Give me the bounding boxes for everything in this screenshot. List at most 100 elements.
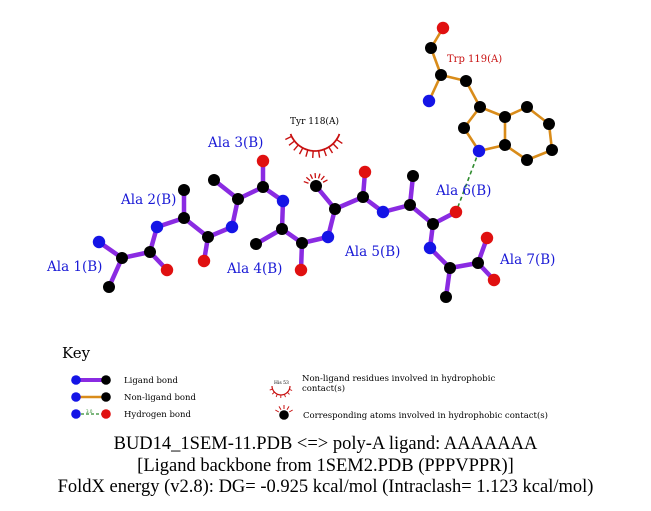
hydrophobic-atom-spoke (305, 176, 311, 182)
carbon-atom (116, 252, 128, 264)
key-hydrophobic-spoke (278, 406, 282, 411)
carbon-atom (407, 170, 419, 182)
label-ala6: Ala 6(B) (435, 183, 491, 199)
tyr118-hydrophobic-spoke (285, 135, 292, 141)
key-hydrophobic-residue-spoke (271, 391, 275, 395)
key-hydrophobic-residue-spoke (275, 394, 278, 398)
caption-line-1: BUD14_1SEM-11.PDB <=> poly-A ligand: AAA… (113, 434, 538, 454)
key-example-residue: His 53 (274, 380, 289, 386)
carbon-atom (208, 174, 220, 186)
hydrophobic-atom-spoke (309, 174, 314, 180)
carbon-atom (444, 262, 456, 274)
key-hydrophobic-atoms-label: Corresponding atoms involved in hydropho… (303, 410, 548, 421)
tyr118-hydrophobic-spoke (305, 149, 309, 157)
key-hydrophobic-spoke (288, 409, 293, 413)
carbon-atom (440, 291, 452, 303)
key-hydrophobic-residue-spoke (289, 388, 293, 391)
carbon-atom (250, 238, 262, 250)
residue-labels: Ala 1(B) Ala 2(B) Ala 3(B) Ala 4(B) Ala … (46, 54, 555, 277)
key-hbond-length: 3.0 (86, 409, 93, 414)
carbon-atom (499, 139, 511, 151)
oxygen-atom (487, 273, 501, 287)
key-nonligand-bond-label: Non-ligand bond (124, 393, 196, 403)
carbon-atom (103, 281, 115, 293)
tyr118-hydrophobic-spoke (298, 147, 304, 155)
key-hydrophobic-residues-desc: Non-ligand residues involved in hydropho… (302, 374, 496, 394)
oxygen-atom (294, 263, 308, 277)
label-ala2: Ala 2(B) (120, 192, 176, 208)
carbon-atom (499, 111, 511, 123)
carbon-atom (474, 101, 486, 113)
label-tyr118: Tyr 118(A) (290, 116, 339, 127)
key-hydrophobic-residue-spoke (269, 388, 273, 391)
carbon-atom (178, 212, 190, 224)
nitrogen-atom (225, 220, 239, 234)
key-hydrogen-bond-atom (101, 409, 111, 419)
caption-line-2: [Ligand backbone from 1SEM2.PDB (PPPVPPR… (137, 456, 514, 476)
carbon-atom (546, 144, 558, 156)
carbon-atom (435, 69, 447, 81)
nitrogen-atom (422, 94, 436, 108)
tyr118-hydrophobic-spoke (317, 150, 321, 158)
tyr118-hydrophobic-arc (289, 133, 341, 152)
nitrogen-atom (321, 230, 335, 244)
oxygen-atom (197, 254, 211, 268)
tyr118-hydrophobic-spoke (328, 146, 334, 154)
tyr118-hydrophobic-spoke (288, 140, 295, 146)
tyr118-hydrophobic-spoke (293, 144, 299, 151)
carbon-atom (543, 118, 555, 130)
key-ligand-bond-atom (101, 375, 111, 385)
key-ligand-bond-label: Ligand bond (124, 376, 179, 386)
carbon-atom (427, 218, 439, 230)
carbon-atom (404, 199, 416, 211)
hydrophobic-atom-spoke (320, 175, 325, 181)
key-hydrophobic-atom-spokes (275, 405, 293, 413)
oxygen-atom (160, 263, 174, 277)
key-title: Key (62, 344, 91, 362)
key-hydrogen-bond-atom (71, 409, 81, 419)
carbon-atom (521, 154, 533, 166)
nitrogen-atom (472, 144, 486, 158)
key-hydrophobic-residues-text: Non-ligand residues involved in hydropho… (302, 374, 496, 394)
tyr118-hydrophobic-spoke (323, 149, 327, 157)
hydrogen-bond-layer (455, 150, 480, 213)
tyr118-hydrophobic-spoke (336, 138, 343, 145)
caption-line-3: FoldX energy (v2.8): DG= -0.925 kcal/mol… (57, 477, 594, 497)
hydrophobic-atom-spoke (303, 180, 309, 184)
hydrophobic-contact-layer (285, 133, 343, 184)
tyr118-hydrophobic-spoke (332, 143, 339, 150)
nitrogen-atom (276, 194, 290, 208)
carbon-atom (178, 184, 190, 196)
carbon-atom (460, 75, 472, 87)
carbon-atom (257, 181, 269, 193)
carbon-atom (472, 257, 484, 269)
oxygen-atom (256, 154, 270, 168)
carbon-atom (521, 101, 533, 113)
carbon-atom (310, 180, 322, 192)
atom-layer (92, 21, 558, 303)
oxygen-atom (358, 165, 372, 179)
label-ala3: Ala 3(B) (207, 135, 263, 151)
nitrogen-atom (376, 205, 390, 219)
carbon-atom (144, 246, 156, 258)
label-ala1: Ala 1(B) (46, 259, 102, 275)
carbon-atom (329, 203, 341, 215)
oxygen-atom (449, 205, 463, 219)
nitrogen-atom (150, 220, 164, 234)
key-hydrophobic-atom-icon (279, 410, 289, 420)
carbon-atom (425, 42, 437, 54)
label-ala7: Ala 7(B) (499, 252, 555, 268)
key-hydrogen-bond-label: Hydrogen bond (124, 410, 192, 420)
hydrophobic-atom-spoke (322, 179, 328, 183)
carbon-atom (202, 231, 214, 243)
carbon-atom (458, 122, 470, 134)
carbon-atom (232, 193, 244, 205)
carbon-atom (296, 237, 308, 249)
hydrogen-bond (455, 150, 480, 213)
carbon-atom (276, 223, 288, 235)
key-hydrophobic-spoke (286, 406, 290, 411)
nitrogen-atom (92, 235, 106, 249)
key-hydrophobic-residue-icon (271, 385, 291, 396)
key-nonligand-bond-atom (71, 392, 81, 402)
